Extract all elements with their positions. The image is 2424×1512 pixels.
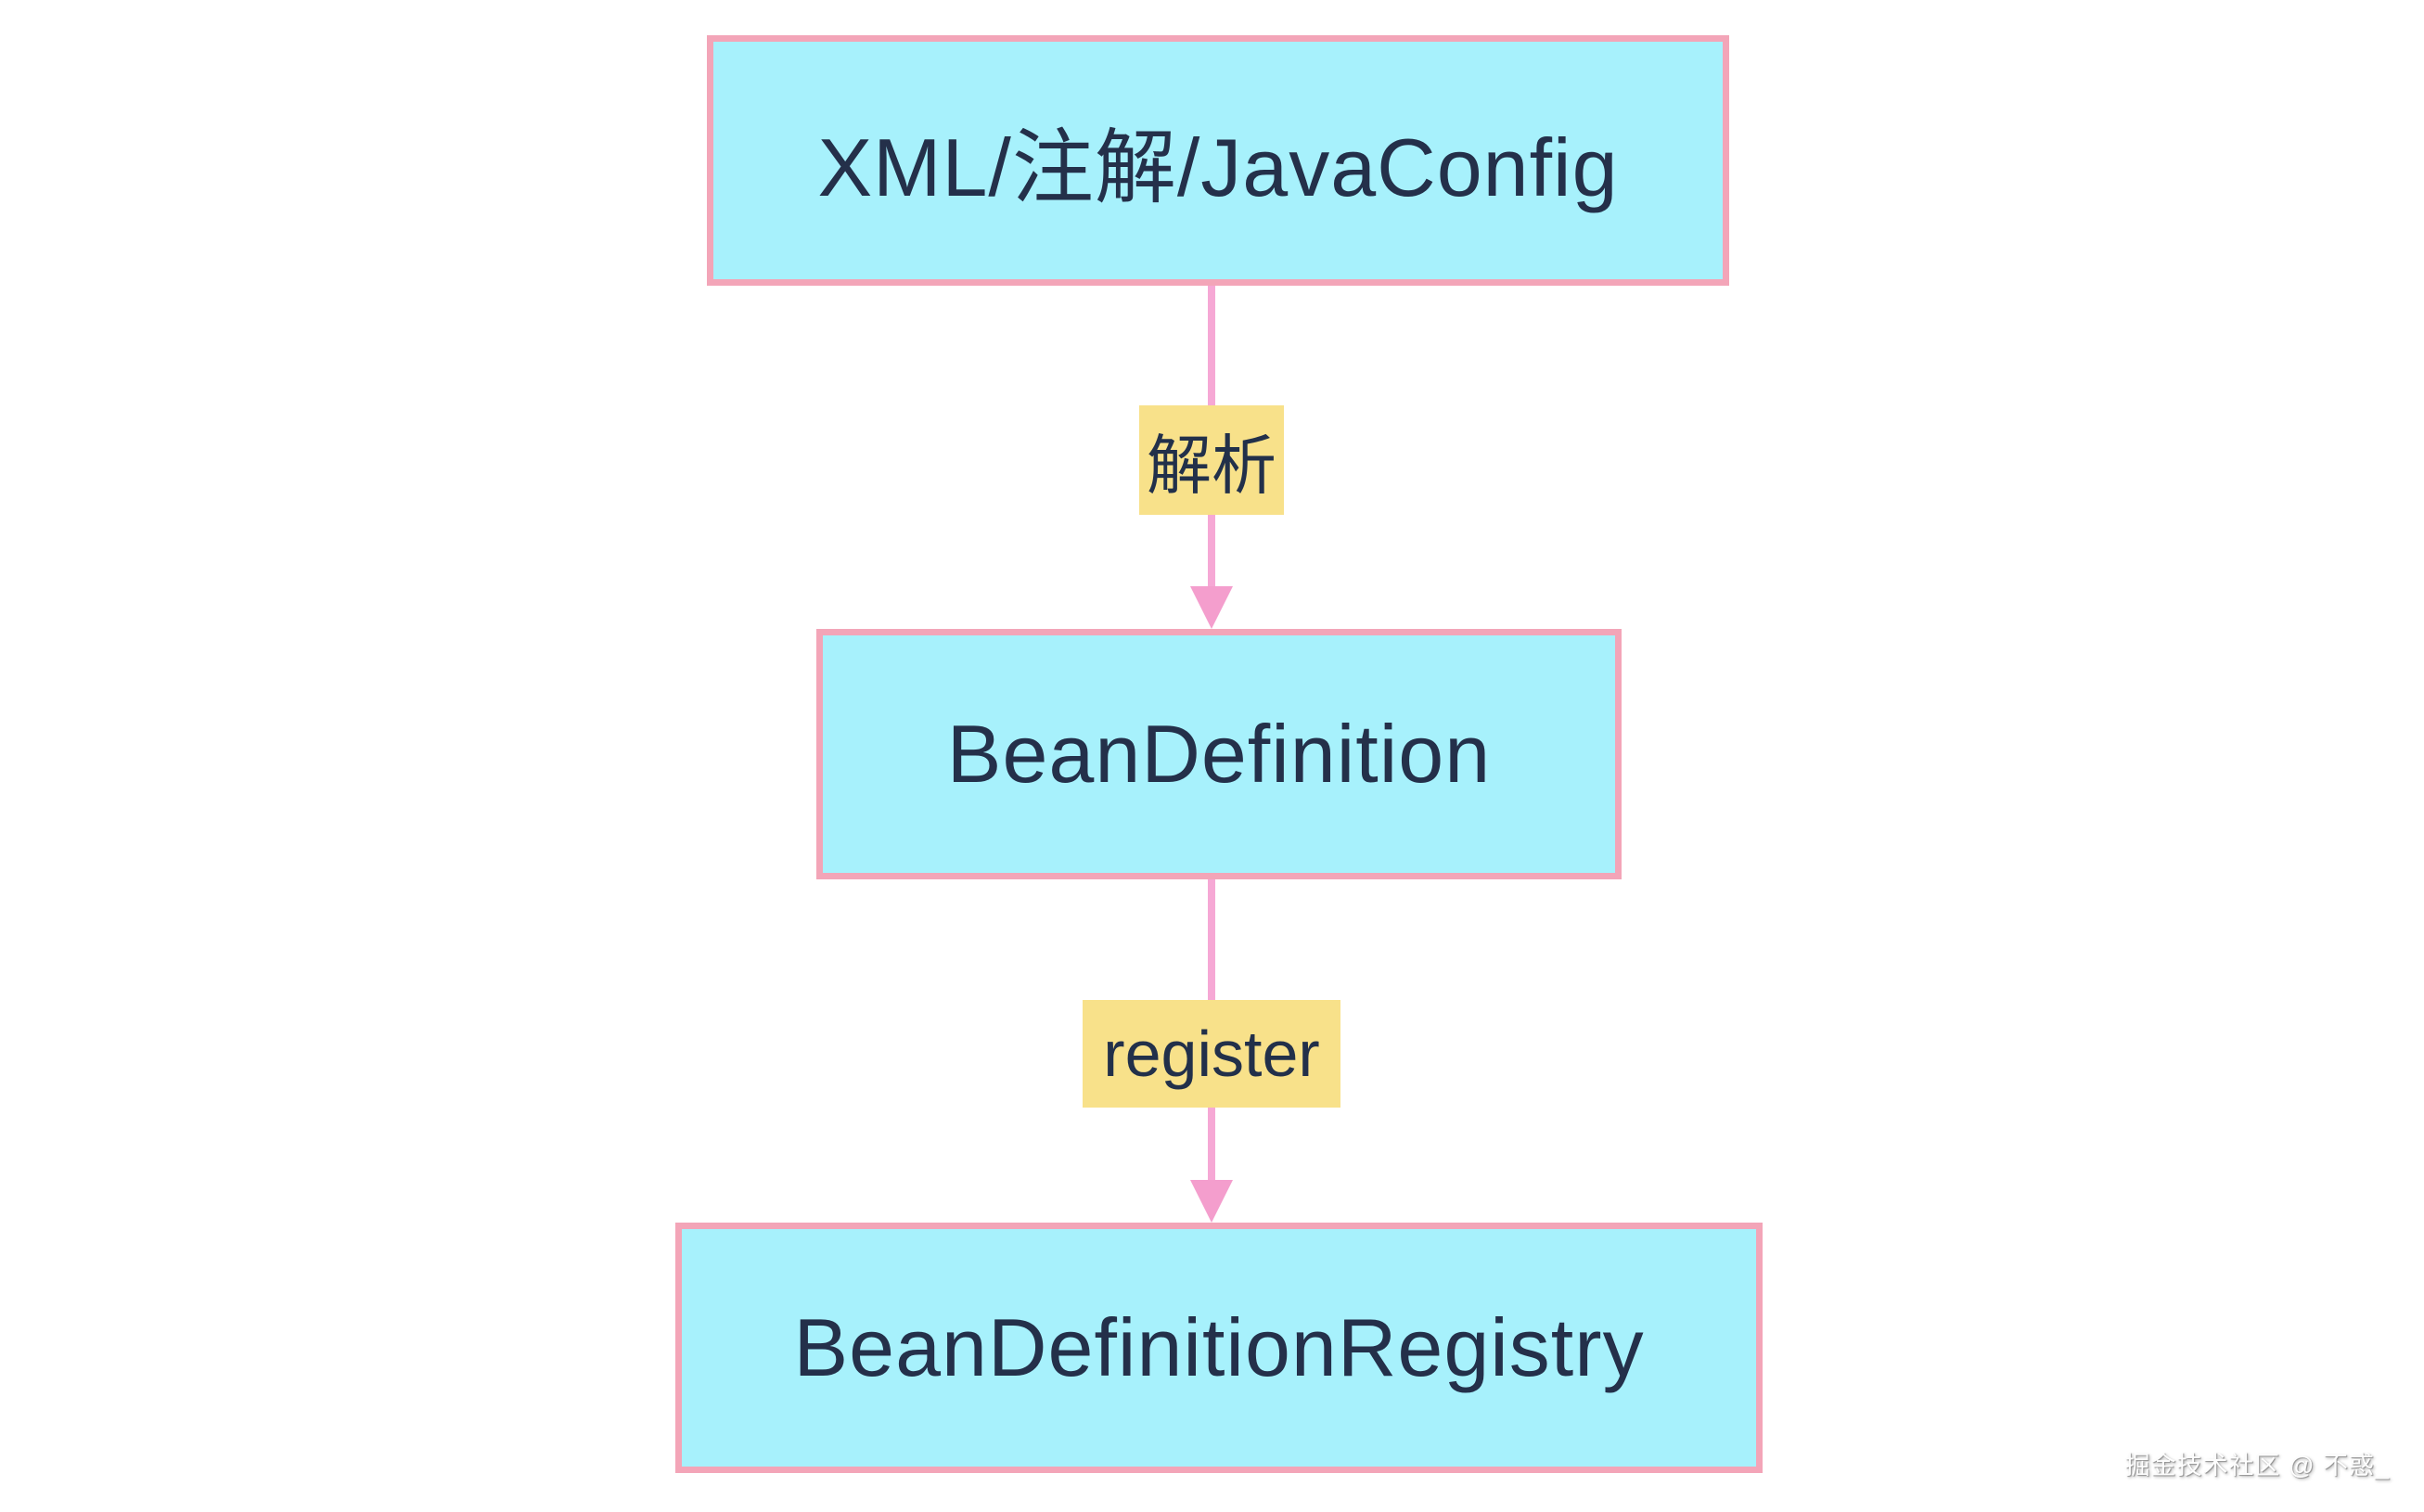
node-xml-annotation-javaconfig: XML/注解/JavaConfig [707, 35, 1729, 286]
node-label: XML/注解/JavaConfig [817, 121, 1619, 213]
node-bean-definition: BeanDefinition [816, 629, 1622, 879]
edge-label-text: 解析 [1147, 429, 1276, 502]
node-label: BeanDefinition [946, 708, 1492, 800]
edge-label-parse: 解析 [1139, 405, 1284, 515]
arrow-down-head-icon [1190, 1180, 1233, 1223]
node-label: BeanDefinitionRegistry [793, 1301, 1645, 1393]
edge-label-text: register [1103, 1018, 1320, 1090]
edge-label-register: register [1083, 1000, 1340, 1108]
juejin-watermark: 掘金技术社区 @ 不惑_ [2124, 1452, 2390, 1480]
node-bean-definition-registry: BeanDefinitionRegistry [675, 1223, 1763, 1473]
arrow-down-head-icon [1190, 586, 1233, 629]
